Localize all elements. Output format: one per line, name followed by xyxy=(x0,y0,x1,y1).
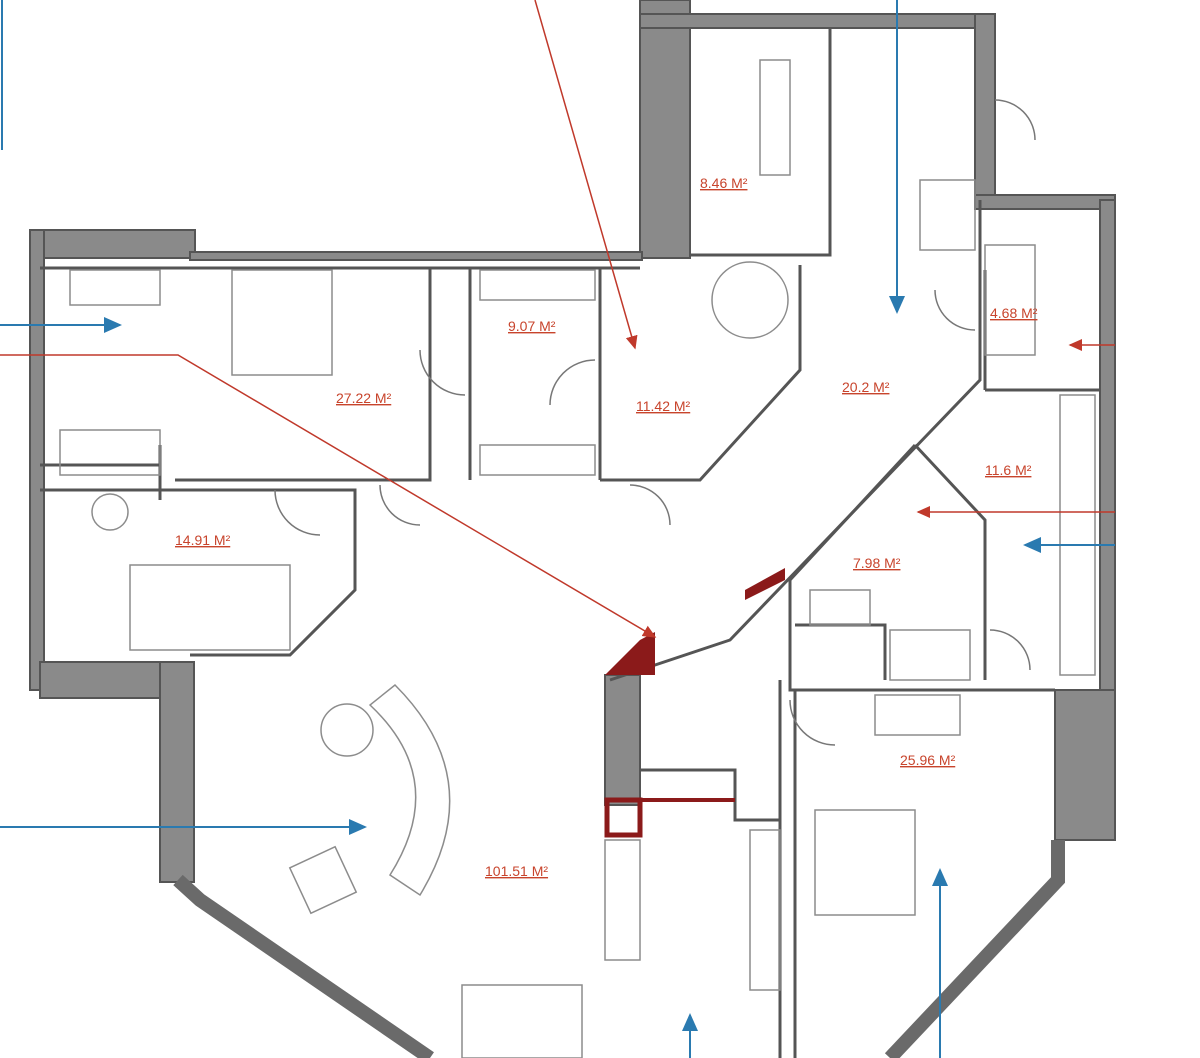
wall xyxy=(983,270,1100,392)
dining-table xyxy=(461,984,583,1058)
wall-left-top xyxy=(29,229,196,259)
wall-left-outer xyxy=(29,229,45,691)
door-swing xyxy=(989,629,1031,671)
door-swing xyxy=(789,699,836,746)
sofa-right xyxy=(874,694,961,736)
bed-left xyxy=(231,269,333,376)
wall xyxy=(913,443,987,680)
wall xyxy=(640,768,780,822)
wall xyxy=(609,200,982,682)
room-area-label: 20.2 M² xyxy=(842,379,890,395)
accent-wall xyxy=(745,568,785,600)
room-area-label: 11.6 M² xyxy=(985,462,1032,478)
wall xyxy=(690,28,832,257)
room-labels: 8.46 M² 9.07 M² 11.42 M² 27.22 M² 20.2 M… xyxy=(175,175,1038,879)
room-area-label: 25.96 M² xyxy=(900,752,956,768)
room-area-label: 9.07 M² xyxy=(508,318,556,334)
door-swing xyxy=(629,484,671,526)
wall-tower-left xyxy=(639,0,691,259)
wardrobe xyxy=(479,269,596,301)
armchair xyxy=(288,845,358,915)
accent-wall xyxy=(605,632,655,675)
shower xyxy=(889,629,971,681)
furniture xyxy=(59,59,1096,1058)
bathtub-top xyxy=(759,59,791,176)
curved-sofa xyxy=(368,683,451,897)
view-arrows xyxy=(0,0,1115,1058)
chair xyxy=(919,179,976,251)
sofa-left xyxy=(69,269,161,306)
arrow-red xyxy=(0,354,657,638)
door-swing xyxy=(274,489,321,536)
wardrobe-right xyxy=(1059,394,1096,676)
kitchen-island xyxy=(604,839,641,961)
room-area-label: 8.46 M² xyxy=(700,175,748,191)
arrow-red xyxy=(534,0,638,350)
wall xyxy=(788,443,1055,692)
door-swing xyxy=(379,484,421,526)
room-area-label: 4.68 M² xyxy=(990,305,1038,321)
wall-bedroom-right xyxy=(1054,689,1116,841)
wardrobe xyxy=(479,444,596,476)
wall-right-top xyxy=(974,194,1116,210)
wall-bedroom-top xyxy=(189,251,643,261)
door-swing xyxy=(994,99,1036,141)
table-round xyxy=(91,493,129,531)
room-area-label: 27.22 M² xyxy=(336,390,392,406)
wall-bedroom-diagonal xyxy=(884,840,1065,1058)
accent-column xyxy=(604,797,643,838)
room-area-label: 14.91 M² xyxy=(175,532,231,548)
round-table xyxy=(320,703,374,757)
doors xyxy=(274,99,1036,746)
room-area-label: 11.42 M² xyxy=(636,398,691,414)
desk xyxy=(59,429,161,476)
door-swing xyxy=(934,289,976,331)
sofa-study xyxy=(129,564,291,651)
wall-tower-top xyxy=(639,13,996,29)
wall-living-left xyxy=(159,661,195,883)
bathtub xyxy=(711,261,789,339)
interior-walls xyxy=(40,28,1100,1058)
outer-walls xyxy=(29,0,1116,1058)
door-swing xyxy=(419,349,466,396)
kitchen-counter xyxy=(749,829,781,991)
room-area-label: 7.98 M² xyxy=(853,555,901,571)
door-swing xyxy=(549,359,596,406)
room-area-label: 101.51 M² xyxy=(485,863,548,879)
wall xyxy=(40,488,357,657)
vanity xyxy=(809,589,871,626)
wall-living-diagonal xyxy=(173,874,434,1058)
wall-tower-right xyxy=(974,13,996,205)
bed-right xyxy=(814,809,916,916)
wall xyxy=(40,268,432,500)
wc-fixtures xyxy=(984,244,1036,356)
wall xyxy=(468,265,802,482)
wall-kitchen-column xyxy=(604,674,641,806)
